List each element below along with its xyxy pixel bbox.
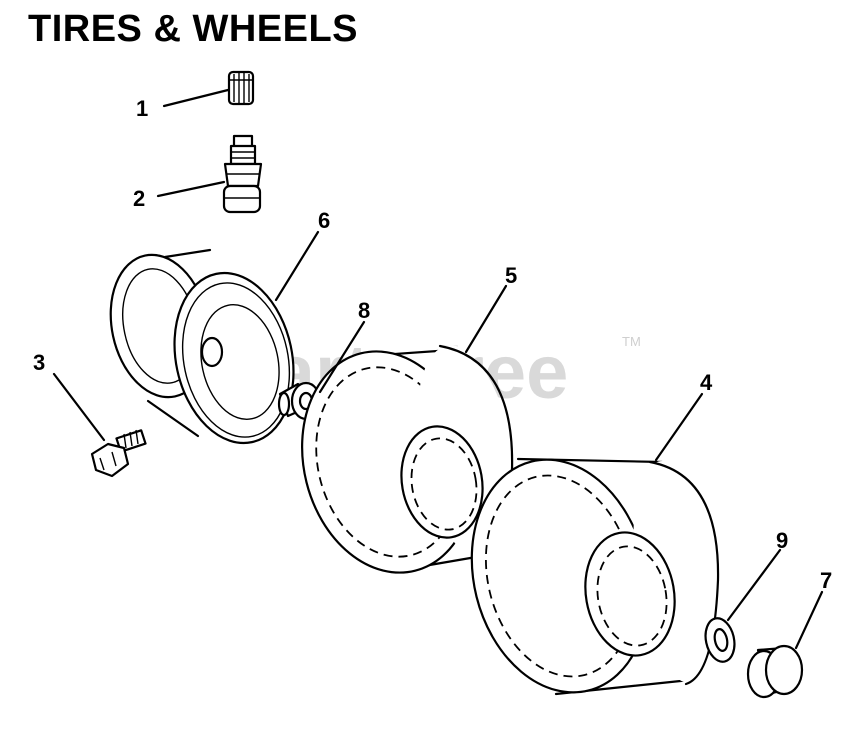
- leader-lines: [52, 88, 824, 650]
- callout-6: 6: [318, 208, 330, 233]
- callout-7: 7: [820, 568, 832, 593]
- part-valve-cap[interactable]: [227, 70, 255, 106]
- callout-1: 1: [136, 96, 148, 121]
- callout-5: 5: [505, 263, 517, 288]
- part-bolt[interactable]: [90, 429, 147, 478]
- part-washer[interactable]: [702, 616, 739, 665]
- callout-9: 9: [776, 528, 788, 553]
- part-valve-stem[interactable]: [222, 134, 263, 214]
- callout-8: 8: [358, 298, 370, 323]
- watermark-trademark: TM: [622, 334, 641, 349]
- page-title: TIRES & WHEELS: [28, 8, 359, 50]
- callout-3: 3: [33, 350, 45, 375]
- callout-4: 4: [700, 370, 713, 395]
- part-hub-cap[interactable]: [746, 644, 804, 699]
- callout-2: 2: [133, 186, 145, 211]
- part-tire-inner[interactable]: [279, 333, 530, 591]
- part-wheel-rim[interactable]: [98, 246, 309, 455]
- part-tire-outer[interactable]: [448, 441, 731, 712]
